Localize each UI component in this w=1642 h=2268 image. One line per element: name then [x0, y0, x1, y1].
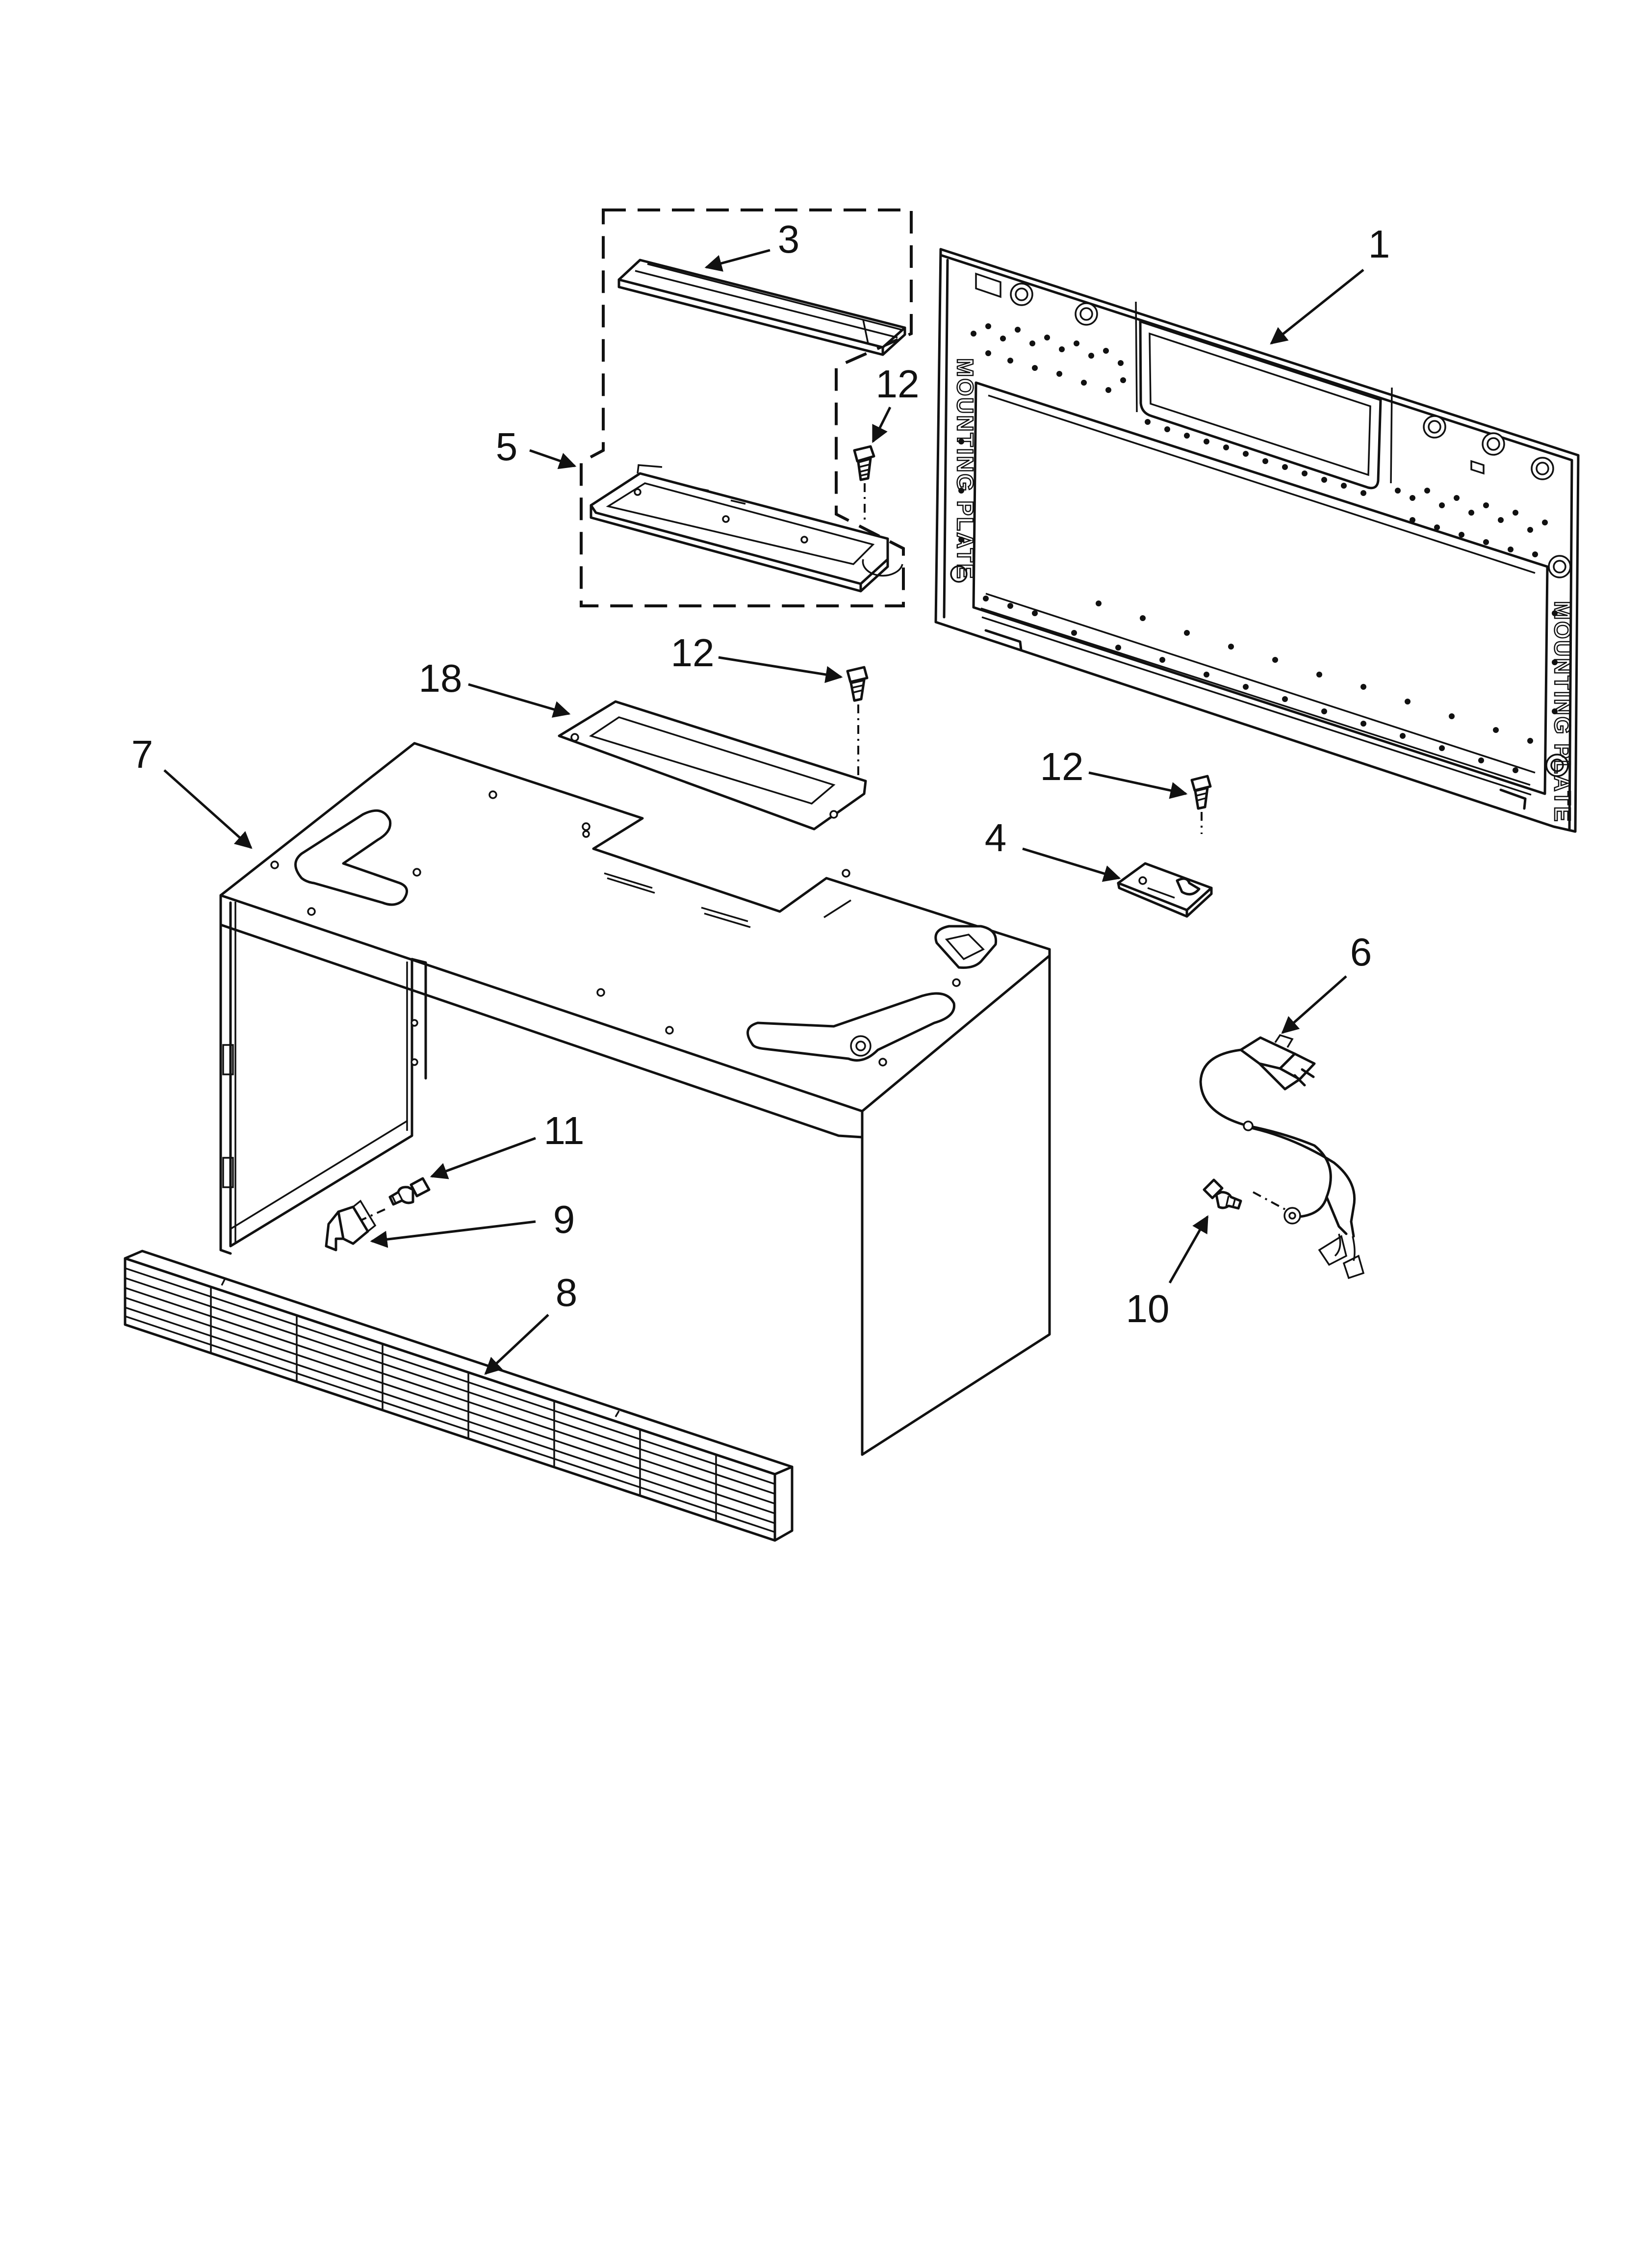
- callout-number: 6: [1350, 930, 1372, 974]
- callout-number: 18: [419, 656, 462, 700]
- mounting-plate-hole: [1075, 302, 1098, 326]
- mounting-plate-part-1: MOUNTING PLATE MOUNTING PLATE: [934, 248, 1580, 833]
- bracket-part-4: [1117, 862, 1213, 918]
- mounting-plate-hole: [1548, 555, 1571, 578]
- callout-4: 4: [985, 816, 1121, 882]
- rail-part-3: [617, 259, 906, 356]
- clip-part-9: [325, 1199, 377, 1251]
- leader-arrow: [529, 449, 577, 469]
- tray-part-5: [590, 464, 903, 593]
- callout-number: 10: [1126, 1287, 1170, 1330]
- callout-9: 9: [370, 1198, 575, 1248]
- callout-1: 1: [1270, 222, 1390, 345]
- callout-11: 11: [430, 1109, 585, 1179]
- callout-number: 12: [671, 631, 715, 675]
- screw-part-12-middle: [846, 666, 869, 775]
- mounting-plate-hole: [1531, 457, 1554, 480]
- screw-part-11: [358, 1177, 431, 1223]
- callout-18: 18: [419, 656, 571, 718]
- mounting-plate-side-text: MOUNTING PLATE: [1550, 601, 1575, 823]
- grille-louvers: [125, 1267, 775, 1533]
- grille-part-8: [124, 1250, 794, 1542]
- leader-arrow: [1168, 1215, 1209, 1284]
- callout-number: 12: [876, 362, 920, 406]
- mounting-plate-perforations: [958, 323, 1558, 773]
- callout-3: 3: [704, 217, 800, 272]
- leader-arrow: [704, 249, 770, 272]
- callout-number: 1: [1368, 222, 1390, 266]
- leader-arrow: [1270, 269, 1364, 345]
- callout-number: 11: [543, 1109, 584, 1152]
- callout-6: 6: [1281, 930, 1372, 1034]
- screw-part-12-top: [853, 445, 875, 520]
- callout-12-middle: 12: [671, 631, 843, 683]
- mounting-plate-hole: [1545, 754, 1569, 777]
- callout-8: 8: [484, 1271, 578, 1375]
- leader-arrow: [370, 1220, 536, 1248]
- screw-part-12-right: [1190, 775, 1212, 834]
- cabinet-part-7: [219, 742, 1051, 1456]
- leader-arrow: [468, 683, 571, 718]
- callout-number: 12: [1040, 745, 1084, 788]
- leader-arrow: [430, 1137, 536, 1179]
- part-5-assembly-outline: [580, 209, 913, 607]
- leader-arrow: [484, 1314, 549, 1375]
- screw-part-10: [1203, 1178, 1242, 1210]
- gasket-part-18: [558, 700, 867, 831]
- leader-arrow: [1088, 771, 1188, 799]
- mounting-plate-hole: [1423, 415, 1446, 439]
- mounting-plate-hole: [1010, 283, 1033, 306]
- leader-arrow: [163, 769, 253, 849]
- callout-7: 7: [131, 732, 253, 849]
- leader-arrow: [718, 656, 843, 683]
- callout-12-top: 12: [872, 362, 920, 443]
- callout-number: 3: [778, 217, 800, 261]
- callout-10: 10: [1126, 1215, 1209, 1330]
- thermal-switch-part-6: [1199, 1034, 1365, 1279]
- leader-arrow: [872, 406, 892, 443]
- mounting-plate-inverted-text: MOUNTING PLATE: [952, 358, 978, 580]
- callout-number: 8: [556, 1271, 578, 1314]
- callout-number: 5: [496, 425, 518, 469]
- leader-arrow: [1022, 847, 1121, 882]
- callout-number: 7: [131, 732, 154, 776]
- callout-12-right: 12: [1040, 745, 1188, 799]
- leader-arrow: [1281, 975, 1347, 1034]
- callout-5: 5: [496, 425, 577, 469]
- callout-number: 4: [985, 816, 1007, 860]
- callout-number: 9: [553, 1198, 575, 1241]
- mounting-plate-hole: [950, 565, 968, 583]
- mounting-plate-hole: [1482, 432, 1505, 456]
